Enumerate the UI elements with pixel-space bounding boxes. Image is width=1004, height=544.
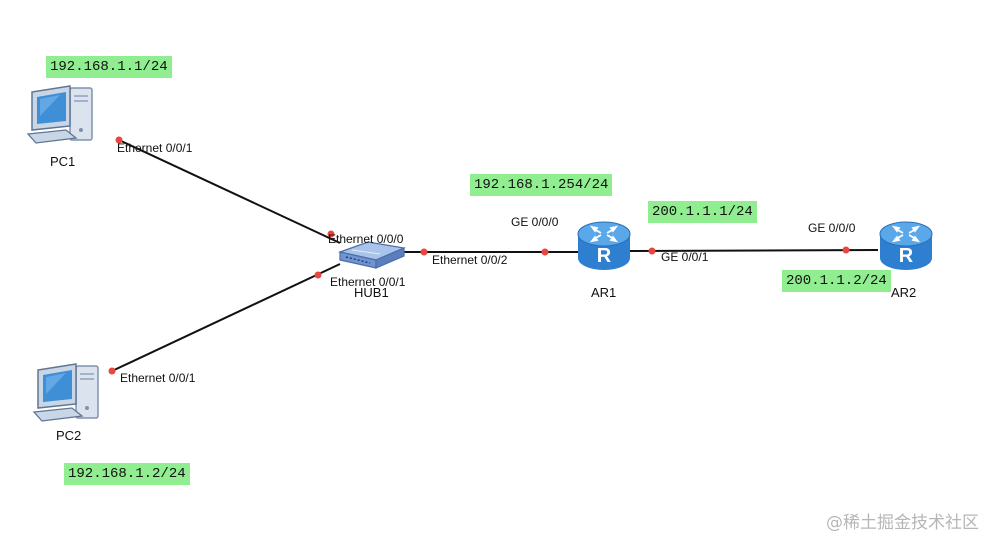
pc2-name: PC2 <box>56 428 82 443</box>
pc-icon <box>26 85 93 144</box>
ar1-device[interactable]: R <box>574 218 634 276</box>
port-label-ar1-ge0: GE 0/0/0 <box>511 215 559 229</box>
pc-icon <box>32 363 99 422</box>
port-label-hub-eth0: Ethernet 0/0/0 <box>328 232 404 246</box>
router-icon <box>577 221 631 270</box>
port-dot-hub-eth0[interactable] <box>327 230 335 238</box>
port-label-ar1-ge1: GE 0/0/1 <box>661 250 709 264</box>
port-label-pc2-eth: Ethernet 0/0/1 <box>120 371 196 385</box>
port-dot-hub-eth2[interactable] <box>420 248 428 256</box>
ar2-device[interactable]: R <box>876 218 936 276</box>
router-letter: R <box>596 245 612 267</box>
hub1-name: HUB1 <box>354 285 389 300</box>
port-dot-ar1-ge0[interactable] <box>541 248 549 256</box>
port-label-pc1-eth: Ethernet 0/0/1 <box>117 141 193 155</box>
pc1-device[interactable] <box>26 82 98 146</box>
router-icon <box>879 221 933 270</box>
port-dot-hub-eth1[interactable] <box>314 271 322 279</box>
ip-label-pc2: 192.168.1.2/24 <box>64 463 190 485</box>
ip-label-pc1: 192.168.1.1/24 <box>46 56 172 78</box>
link-pc1-hub1[interactable] <box>118 139 341 244</box>
port-dot-pc2-eth[interactable] <box>108 367 116 375</box>
port-label-ar2-ge0: GE 0/0/0 <box>808 221 856 235</box>
ip-label-ar1-g0: 192.168.1.254/24 <box>470 174 613 196</box>
ar2-name: AR2 <box>891 285 917 300</box>
port-dot-ar1-ge1[interactable] <box>648 247 656 255</box>
port-dot-pc1-eth[interactable] <box>115 136 123 144</box>
watermark-text: @稀土掘金技术社区 <box>826 513 979 533</box>
hub-icon <box>337 241 407 269</box>
hub1-device[interactable] <box>337 238 407 272</box>
ip-label-ar2-g0: 200.1.1.2/24 <box>782 270 891 292</box>
link-pc2-hub1[interactable] <box>111 263 341 372</box>
ip-label-ar1-g1: 200.1.1.1/24 <box>648 201 757 223</box>
link-ar1-ar2[interactable] <box>629 249 879 252</box>
ar1-name: AR1 <box>591 285 617 300</box>
port-label-hub-eth1: Ethernet 0/0/1 <box>330 275 406 289</box>
pc2-device[interactable] <box>32 360 104 424</box>
port-dot-ar2-ge0[interactable] <box>842 246 850 254</box>
port-label-hub-eth2: Ethernet 0/0/2 <box>432 253 508 267</box>
pc1-name: PC1 <box>50 154 76 169</box>
router-letter: R <box>898 245 914 267</box>
